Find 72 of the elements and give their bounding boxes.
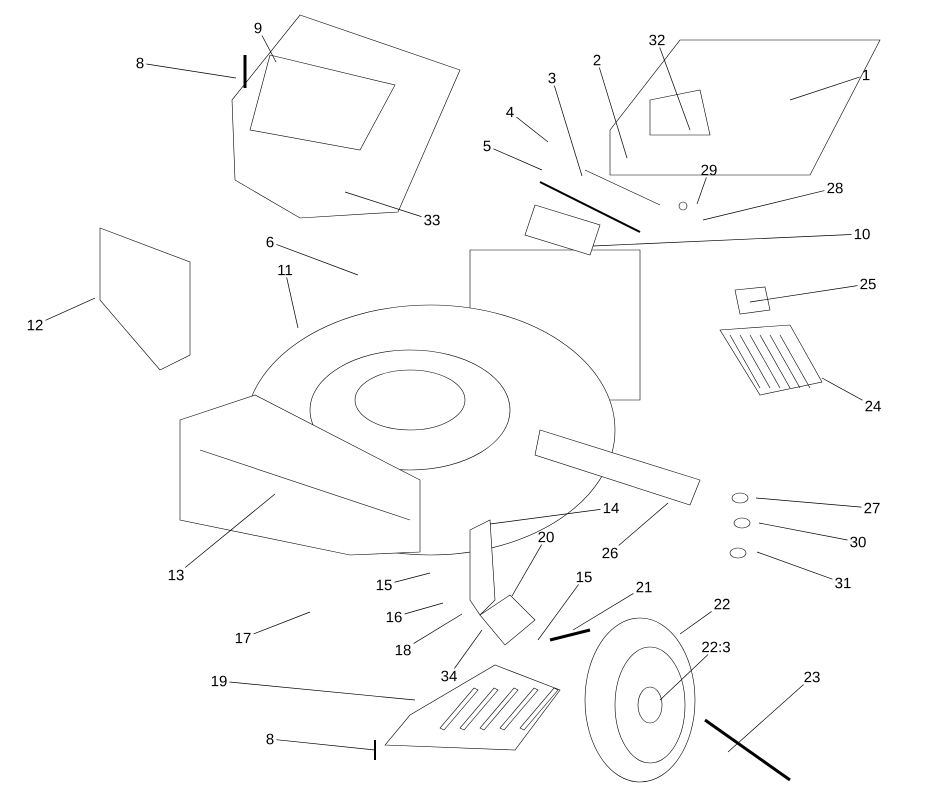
callout-number: 15 — [576, 572, 592, 582]
callout-number: 33 — [424, 214, 440, 226]
callout-number: 24 — [865, 400, 881, 412]
leader-line — [750, 285, 858, 302]
leader-line — [592, 234, 852, 246]
callout-number: 9 — [254, 22, 262, 34]
leader-line — [756, 498, 862, 508]
leader-line — [728, 684, 804, 752]
leader-line — [45, 298, 96, 321]
leader-line — [184, 494, 276, 568]
leader-line — [493, 148, 542, 170]
callout-number: 22 — [714, 598, 730, 610]
leader-line — [756, 552, 833, 580]
leader-line — [660, 654, 708, 700]
callout-number: 23 — [804, 672, 820, 682]
callout-number: 14 — [604, 502, 619, 514]
callout-number: 31 — [835, 578, 851, 588]
callout-number: 18 — [396, 644, 411, 656]
leader-line — [538, 584, 579, 640]
leader-line — [790, 76, 860, 100]
leader-line — [262, 35, 276, 62]
leader-line — [696, 177, 707, 204]
leader-line — [680, 611, 712, 634]
callout-number: 21 — [636, 582, 652, 592]
callout-number: 2 — [594, 54, 600, 66]
callout-number: 26 — [602, 548, 618, 558]
callout-number: 25 — [860, 278, 876, 290]
callout-number: 19 — [212, 676, 227, 686]
leader-line — [276, 244, 358, 276]
leader-line — [253, 612, 310, 634]
leader-line — [404, 602, 444, 614]
callout-number: 1 — [862, 70, 870, 80]
callout-number: 3 — [548, 72, 556, 84]
leader-line — [758, 522, 848, 540]
leader-line — [512, 544, 542, 596]
leader-line — [394, 572, 430, 583]
callout-number: 11 — [278, 264, 292, 276]
callout-number: 34 — [441, 670, 457, 682]
leader-line — [276, 739, 376, 750]
callout-number: 13 — [168, 570, 184, 580]
callout-number: 5 — [483, 140, 491, 152]
leader-line — [572, 593, 634, 630]
leader-line — [490, 509, 601, 524]
callout-number: 4 — [506, 106, 514, 118]
leader-line — [618, 502, 668, 546]
leader-line — [516, 116, 548, 142]
leader-line — [344, 192, 422, 217]
callout-number: 32 — [649, 34, 665, 46]
leader-line — [822, 378, 863, 401]
leader-line — [702, 190, 825, 220]
leader-line — [146, 64, 236, 78]
callout-number: 8 — [136, 58, 144, 68]
callout-number: 10 — [854, 228, 870, 240]
leader-line — [286, 277, 298, 328]
callout-number: 15 — [376, 580, 392, 590]
leader-line — [598, 67, 628, 158]
callout-number: 16 — [386, 612, 402, 622]
callout-number: 8 — [266, 734, 274, 744]
callout-number: 29 — [701, 164, 717, 176]
callout-number: 22:3 — [702, 642, 730, 652]
leader-line — [454, 630, 482, 669]
leader-line — [229, 682, 416, 700]
callout-number: 20 — [538, 532, 554, 542]
callout-number: 27 — [864, 502, 880, 514]
callout-number: 28 — [827, 182, 843, 194]
callout-number: 6 — [266, 236, 274, 248]
callout-number: 12 — [28, 320, 43, 330]
leader-line — [554, 85, 582, 176]
callout-number: 17 — [236, 632, 251, 644]
leader-line — [659, 47, 690, 130]
callout-number: 30 — [850, 536, 866, 548]
leader-line — [413, 614, 462, 644]
